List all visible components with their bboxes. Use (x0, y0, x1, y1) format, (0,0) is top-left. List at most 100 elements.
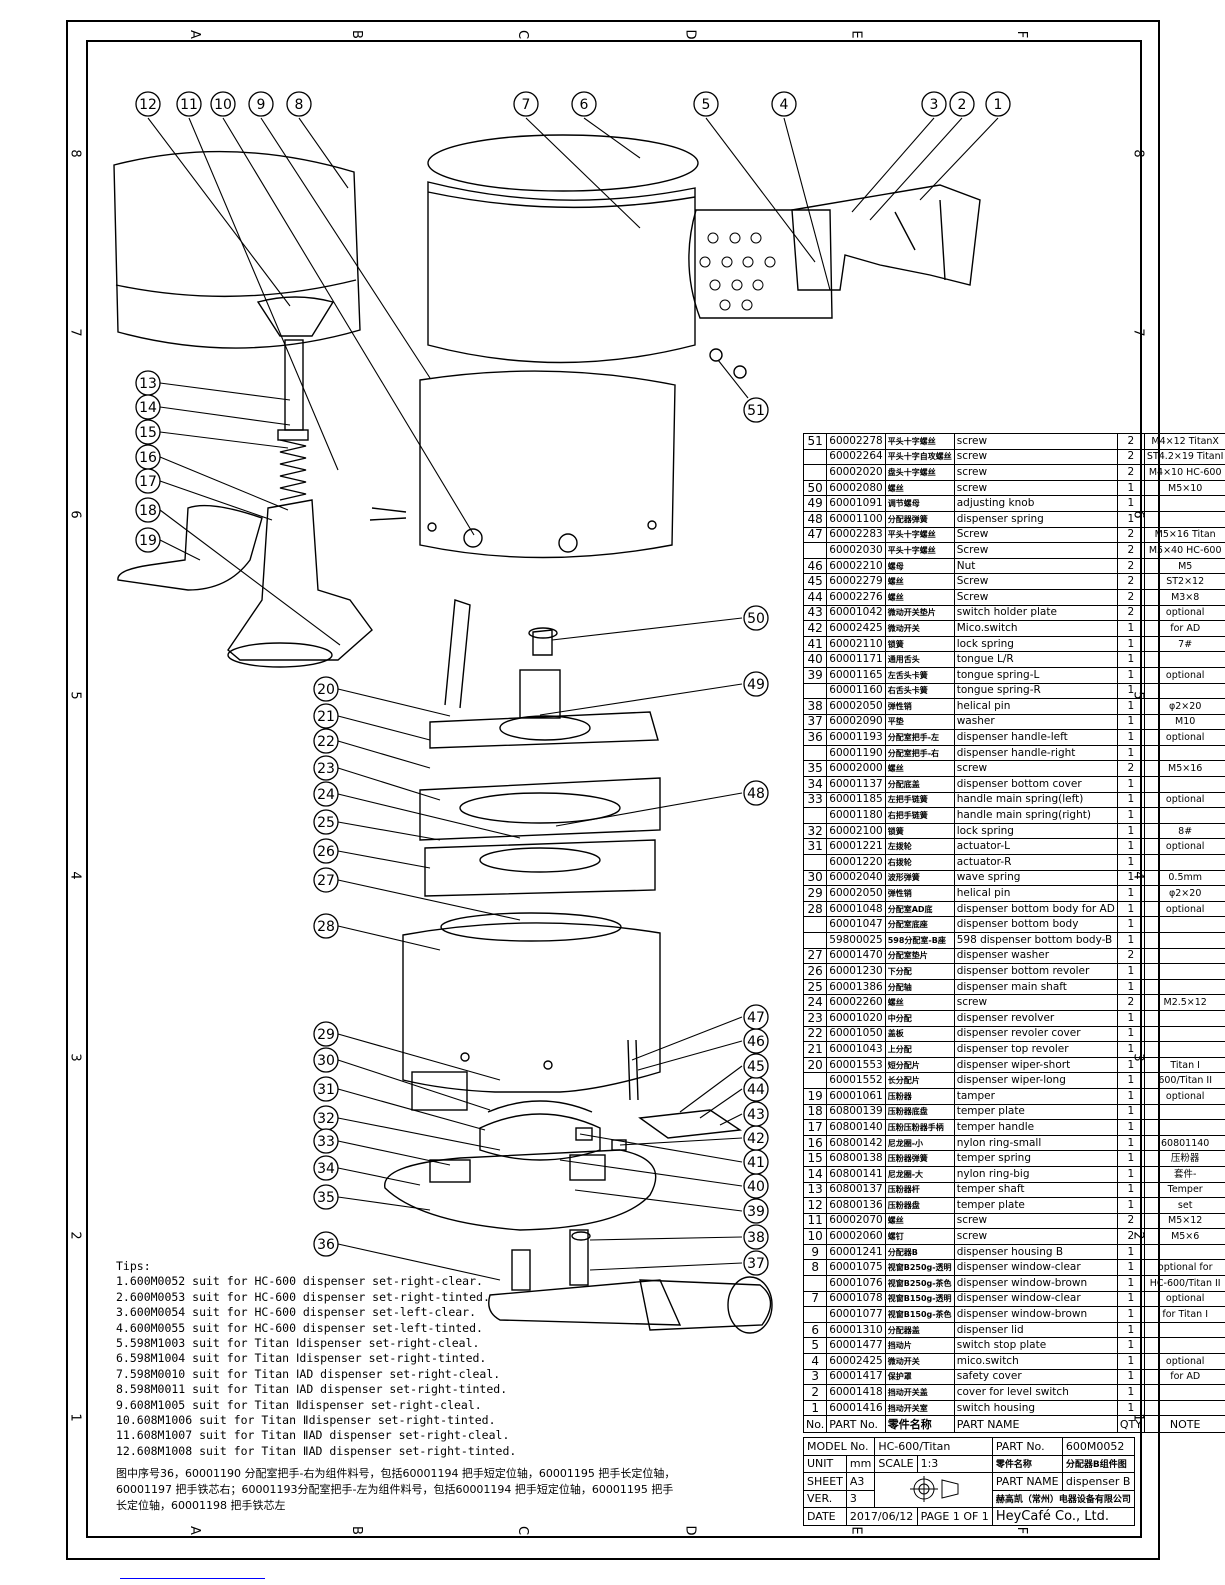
part-number: 60001230 (826, 963, 886, 980)
part-number: 60001417 (826, 1368, 886, 1386)
part-name-cn: 长分配片 (884, 1072, 955, 1089)
part-no-index (802, 448, 828, 466)
ver-value: 3 (845, 1489, 876, 1508)
part-qty: 2 (1116, 604, 1145, 622)
svg-text:13: 13 (139, 376, 157, 392)
part-name-cn: 分配室底座 (884, 916, 955, 933)
part-no-index (802, 854, 828, 871)
part-name: 598 dispenser bottom body-B (953, 932, 1118, 949)
part-number: 60001221 (826, 838, 886, 856)
part-number: 60002030 (826, 542, 886, 559)
part-number: 60800136 (826, 1197, 886, 1214)
part-name: dispenser lid (953, 1321, 1118, 1339)
callout-42: 42 (743, 1125, 769, 1151)
part-number: 60002050 (826, 698, 886, 715)
callout-48: 48 (743, 780, 769, 806)
part-note: ST2×12 (1143, 573, 1225, 590)
part-name: dispenser bottom cover (953, 776, 1118, 793)
title-block: MODEL No. HC-600/Titan PART No. 600M0052… (802, 1437, 1135, 1526)
part-number: 60001043 (826, 1041, 886, 1058)
part-note: M5×10 (1143, 479, 1225, 497)
part-no-index (802, 916, 828, 933)
part-number: 60001091 (826, 495, 886, 512)
part-note: M5×6 (1143, 1228, 1225, 1245)
part-note (1143, 495, 1225, 512)
part-name: Screw (953, 526, 1118, 544)
part-name-cn: 短分配片 (884, 1056, 955, 1074)
header-name-cn: 零件名称 (884, 1415, 955, 1434)
part-qty: 1 (1116, 1134, 1145, 1152)
part-name-cn: 平头十字螺丝 (884, 526, 955, 544)
part-number: 60800142 (826, 1134, 886, 1152)
callout-12: 12 (135, 91, 161, 117)
part-number: 60001185 (826, 791, 886, 809)
part-name-cn: 分配室把手-右 (884, 744, 955, 762)
part-no-index: 24 (802, 994, 828, 1011)
part-note (1143, 1399, 1225, 1417)
tips-block: Tips: 1.600M0052 suit for HC-600 dispens… (116, 1259, 516, 1459)
part-qty: 2 (1116, 464, 1145, 481)
svg-text:23: 23 (317, 761, 335, 777)
part-no-index: 11 (802, 1212, 828, 1230)
callout-20: 20 (313, 676, 339, 702)
part-number: 60002000 (826, 760, 886, 778)
part-qty: 1 (1116, 651, 1145, 668)
part-no-index: 43 (802, 604, 828, 622)
part-number: 60002276 (826, 588, 886, 606)
svg-text:28: 28 (317, 919, 335, 935)
date-value: 2017/06/12 (845, 1507, 918, 1526)
callout-5: 5 (693, 91, 719, 117)
part-number: 60001100 (826, 510, 886, 528)
part-name: helical pin (953, 698, 1118, 715)
part-name-cn: 螺丝 (884, 760, 955, 778)
part-no-index: 44 (802, 588, 828, 606)
part-name: screw (953, 1228, 1118, 1245)
svg-text:25: 25 (317, 815, 335, 831)
part-name-cn: 上分配 (884, 1041, 955, 1058)
part-qty: 2 (1116, 526, 1145, 544)
part-qty: 1 (1116, 807, 1145, 824)
part-no-index (802, 1306, 828, 1323)
part-no-index: 5 (802, 1337, 828, 1355)
part-no-index: 36 (802, 729, 828, 746)
part-no-index: 32 (802, 822, 828, 840)
svg-text:22: 22 (317, 734, 335, 750)
part-name: screw (953, 760, 1118, 778)
part-name-cn: 挡动开关盖 (884, 1384, 955, 1401)
callout-44: 44 (743, 1076, 769, 1102)
part-qty: 1 (1116, 1384, 1145, 1401)
svg-text:20: 20 (317, 682, 335, 698)
callout-8: 8 (286, 91, 312, 117)
part-note (1143, 963, 1225, 980)
partname-label: PART NAME (991, 1472, 1063, 1491)
svg-text:42: 42 (747, 1131, 765, 1147)
part-name: temper shaft (953, 1181, 1118, 1199)
link-underline (120, 1578, 265, 1579)
part-qty: 1 (1116, 1072, 1145, 1089)
part-name: nylon ring-small (953, 1134, 1118, 1152)
part-no-index: 13 (802, 1181, 828, 1199)
part-note (1143, 978, 1225, 996)
svg-text:36: 36 (317, 1237, 335, 1253)
part-note (1143, 1119, 1225, 1136)
part-name: screw (953, 479, 1118, 497)
part-note: M4×12 TitanX (1143, 433, 1225, 450)
part-qty: 1 (1116, 916, 1145, 933)
part-number: 60002050 (826, 885, 886, 902)
svg-text:21: 21 (317, 709, 335, 725)
part-no-index: 31 (802, 838, 828, 856)
part-note (1143, 510, 1225, 528)
part-qty: 1 (1116, 978, 1145, 996)
part-no-index: 49 (802, 495, 828, 512)
